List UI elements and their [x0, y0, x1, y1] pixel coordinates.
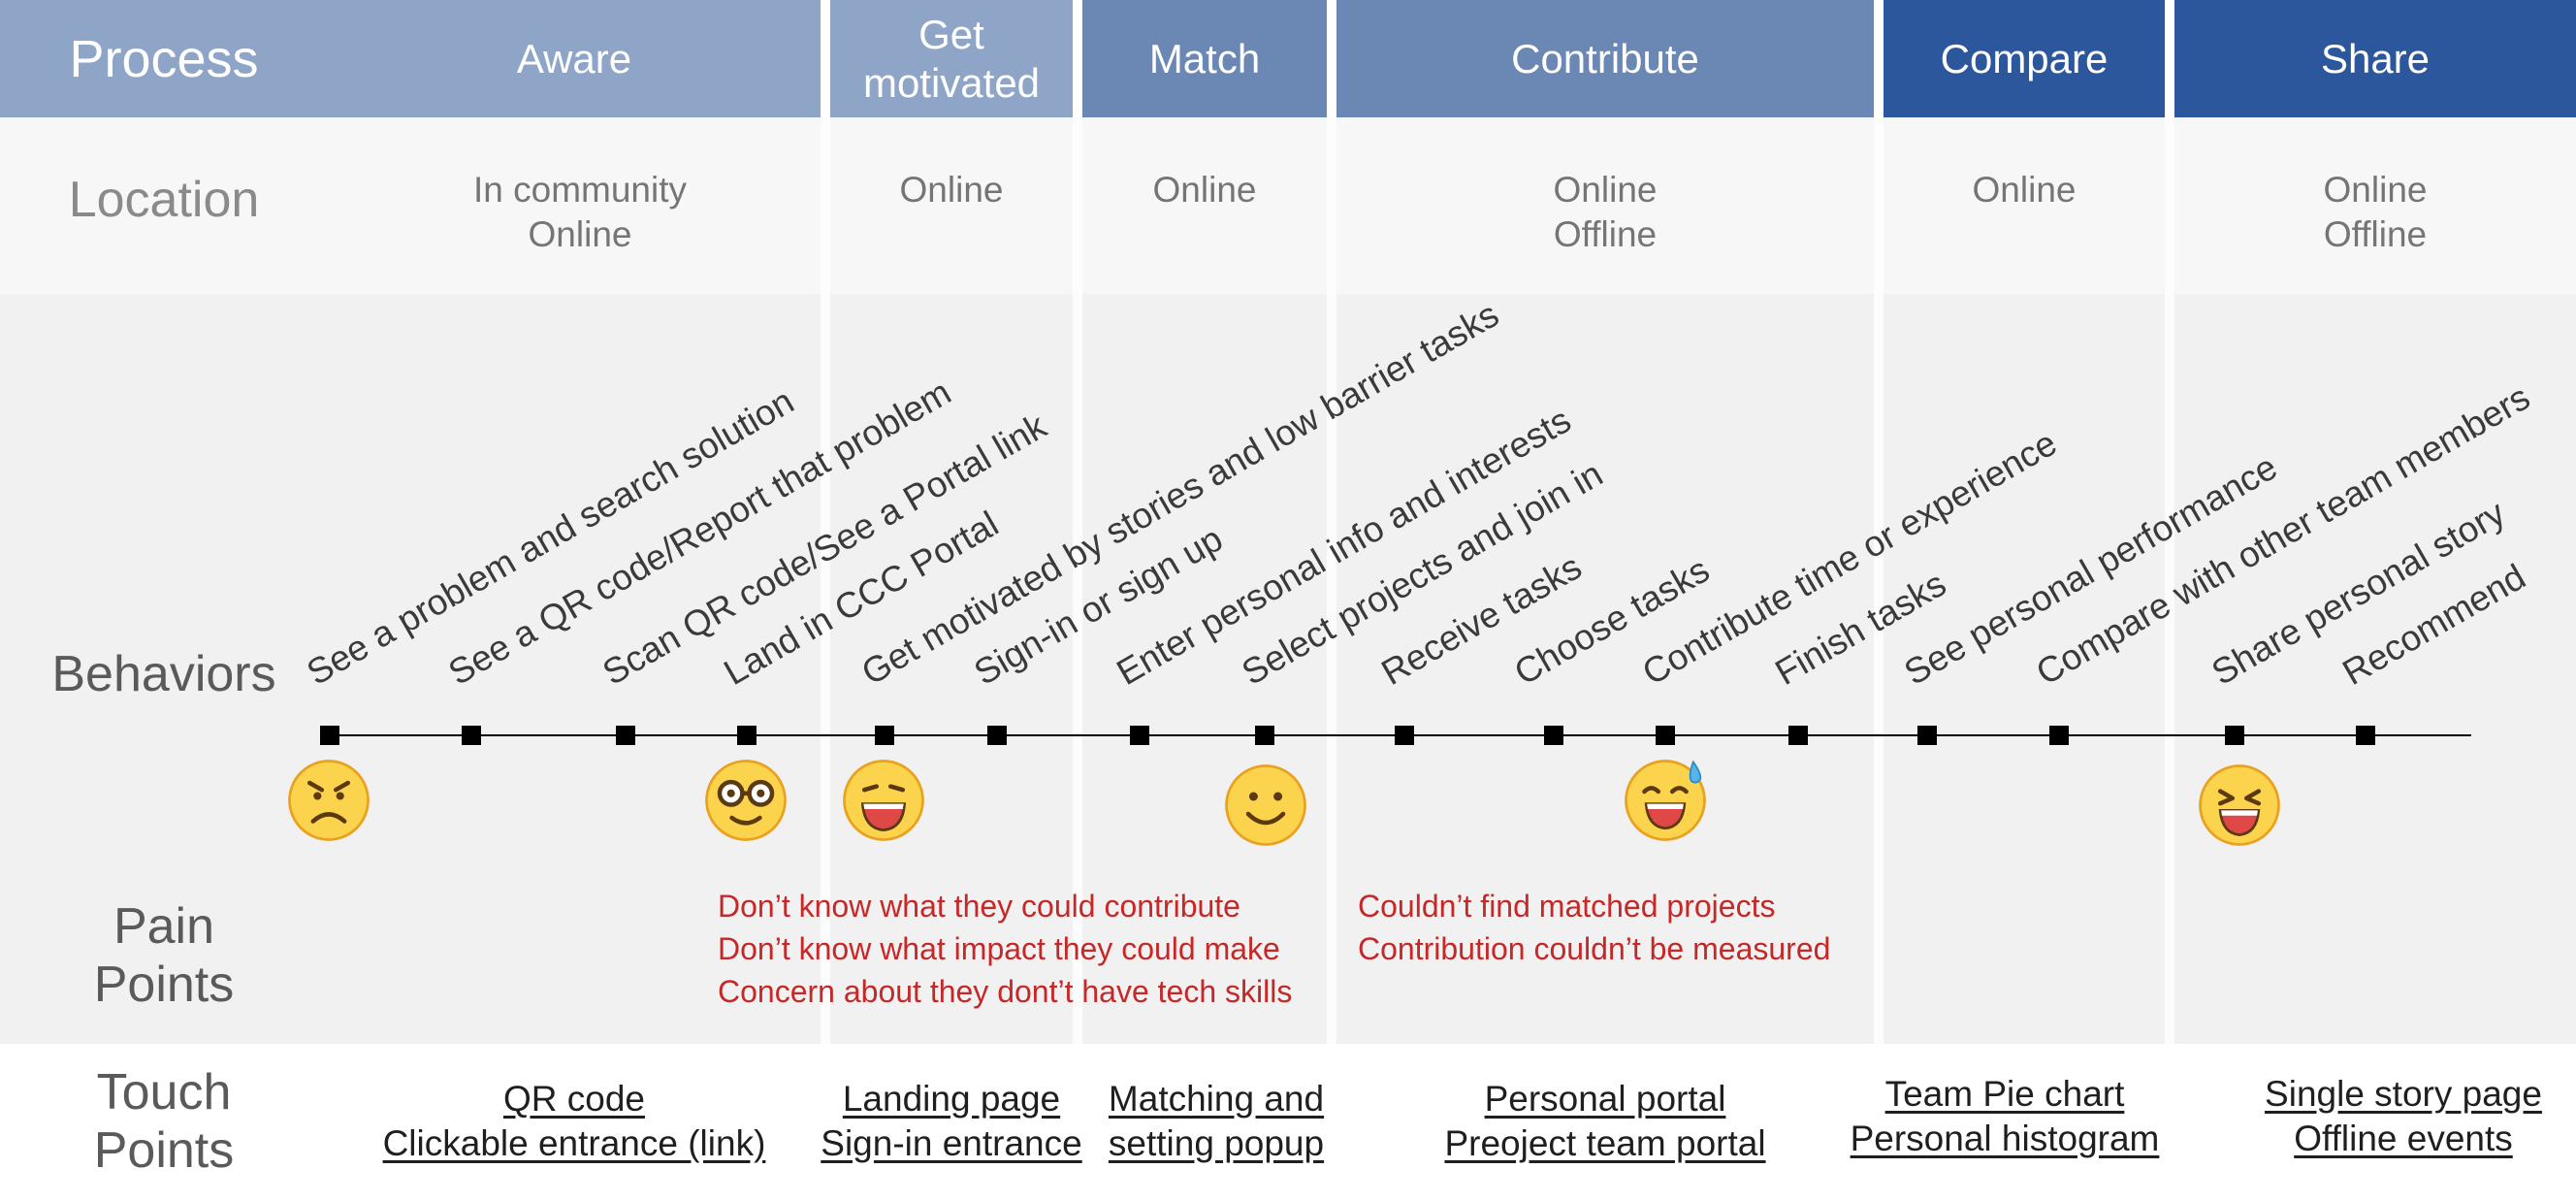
touch-point-link[interactable]: setting popup: [1108, 1123, 1325, 1163]
touch-point-link[interactable]: Team Pie chart: [1884, 1074, 2125, 1114]
pain-point-item: Don’t know what impact they could make: [718, 931, 1280, 966]
touch-point-link[interactable]: Sign-in entrance: [821, 1123, 1082, 1163]
pain-points-label-text: Pain Points: [93, 898, 235, 1013]
timeline-step-marker: [2225, 726, 2244, 745]
timeline-step-marker: [1788, 726, 1808, 745]
touch-point-link[interactable]: Clickable entrance (link): [382, 1123, 766, 1163]
touch-point-link[interactable]: Offline events: [2294, 1119, 2513, 1158]
touch-points-share: Single story page Offline events: [2231, 1072, 2576, 1161]
touch-point-link[interactable]: Personal portal: [1484, 1079, 1726, 1119]
timeline-step-marker: [1130, 726, 1149, 745]
timeline-step-marker: [1656, 726, 1675, 745]
column-divider: [2165, 117, 2174, 1044]
touch-point-link[interactable]: Preoject team portal: [1444, 1123, 1766, 1163]
process-label-cell: [0, 0, 328, 117]
touch-point-link[interactable]: Matching and: [1108, 1079, 1325, 1119]
column-divider: [1073, 117, 1082, 1044]
timeline-step-marker: [875, 726, 894, 745]
grinning-face-icon: [843, 760, 924, 841]
phase-header-contribute: Contribute: [1336, 0, 1874, 117]
touch-points-label: Touch Points: [0, 1063, 328, 1180]
column-divider: [821, 117, 830, 1044]
behaviors-label: Behaviors: [51, 646, 276, 702]
touch-point-link[interactable]: Single story page: [2265, 1074, 2542, 1114]
phase-header-share: Share: [2174, 0, 2576, 117]
location-line: Online: [1152, 170, 1257, 210]
location-get-motivated: Online: [830, 168, 1073, 212]
touch-points-label-text: Touch Points: [93, 1064, 235, 1179]
nerd-face-icon: [705, 760, 787, 841]
timeline-step-marker: [320, 726, 339, 745]
location-line: Offline: [1553, 214, 1658, 254]
pain-points-label: Pain Points: [0, 897, 328, 1014]
touch-point-link[interactable]: Personal histogram: [1850, 1119, 2160, 1158]
location-line: Online: [2323, 170, 2428, 210]
touch-points-compare: Team Pie chart Personal histogram: [1823, 1072, 2186, 1161]
pain-point-item: Contribution couldn’t be measured: [1358, 931, 1831, 966]
location-line: Online: [1553, 170, 1658, 210]
timeline-step-marker: [1544, 726, 1563, 745]
touch-points-aware: QR code Clickable entrance (link): [328, 1077, 821, 1166]
timeline-step-marker: [2356, 726, 2375, 745]
timeline-step-marker: [2049, 726, 2069, 745]
touch-points-match: Matching and setting popup: [1082, 1077, 1350, 1166]
squinting-laughing-face-icon: [2199, 764, 2280, 846]
touch-points-get-motivated: Landing page Sign-in entrance: [811, 1077, 1092, 1166]
timeline-step-marker: [737, 726, 757, 745]
timeline-step-marker: [616, 726, 635, 745]
behaviors-row-bg: [0, 294, 2576, 1044]
timeline-step-marker: [1255, 726, 1274, 745]
location-compare: Online: [1884, 168, 2165, 212]
location-label: Location: [68, 172, 260, 228]
location-line: Online: [528, 214, 632, 254]
phase-header-compare: Compare: [1884, 0, 2165, 117]
timeline-step-marker: [462, 726, 481, 745]
location-line: In community: [472, 170, 687, 210]
column-divider: [1327, 117, 1336, 1044]
process-label: Process: [69, 29, 259, 88]
pain-point-item: Don’t know what they could contribute: [718, 889, 1240, 924]
touch-point-link[interactable]: QR code: [502, 1079, 645, 1119]
pain-point-item: Couldn’t find matched projects: [1358, 889, 1776, 924]
phase-header-aware: Aware: [328, 0, 821, 117]
pain-points-contribute: Couldn’t find matched projects Contribut…: [1358, 885, 1830, 970]
phase-header-get-motivated: Get motivated: [830, 0, 1073, 117]
timeline-step-marker: [1395, 726, 1414, 745]
frowning-face-icon: [288, 760, 370, 841]
column-divider: [1874, 117, 1884, 1044]
location-match: Online: [1082, 168, 1327, 212]
touch-point-link[interactable]: Landing page: [842, 1079, 1061, 1119]
location-line: Offline: [2323, 214, 2428, 254]
location-line: Online: [899, 170, 1004, 210]
location-line: Online: [1972, 170, 2077, 210]
sweat-smile-face-icon: [1625, 760, 1706, 841]
phase-header-match: Match: [1082, 0, 1327, 117]
timeline-step-marker: [1917, 726, 1937, 745]
pain-points-aware-motivation: Don’t know what they could contribute Do…: [718, 885, 1292, 1013]
location-row-bg: [0, 117, 2576, 294]
pain-point-item: Concern about they dont’t have tech skil…: [718, 974, 1293, 1009]
timeline-step-marker: [987, 726, 1007, 745]
smiling-face-icon: [1225, 764, 1306, 846]
touch-points-contribute: Personal portal Preoject team portal: [1336, 1077, 1874, 1166]
phase-header-get-motivated-text: Get motivated: [862, 11, 1041, 106]
